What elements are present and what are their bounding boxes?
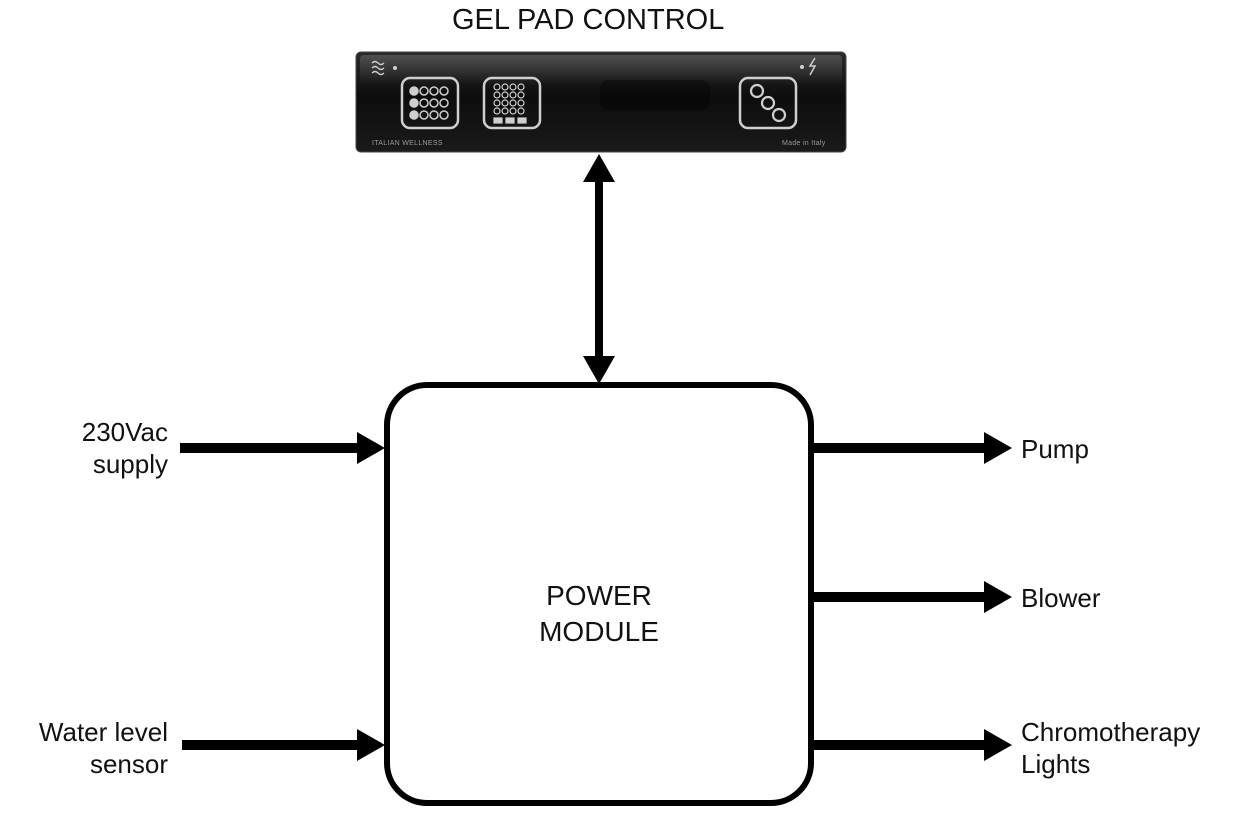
output-arrow-chromotherapy	[812, 729, 1012, 761]
chain-link-icon	[749, 83, 787, 123]
output-label-pump: Pump	[1021, 434, 1089, 464]
output-label-chromotherapy-line1: Chromotherapy	[1021, 717, 1201, 747]
input-arrow-supply	[180, 432, 385, 464]
power-module-box	[384, 382, 814, 806]
indicator-led	[393, 66, 397, 70]
output-label-chromotherapy-line2: Lights	[1021, 749, 1091, 779]
input-label-supply-line2: supply	[92, 449, 168, 479]
input-arrow-water-sensor	[182, 729, 385, 761]
chain-button[interactable]	[738, 76, 798, 130]
input-label-water-sensor: Water level sensor	[39, 716, 168, 780]
input-label-supply: 230Vac supply	[82, 416, 168, 480]
output-label-chromotherapy: Chromotherapy Lights	[1021, 716, 1200, 780]
input-label-water-line2: sensor	[89, 749, 168, 779]
keypad-button[interactable]	[482, 76, 542, 130]
output-arrow-blower	[812, 581, 1012, 613]
jets-grid-icon	[409, 86, 449, 120]
power-module-label-line2: MODULE	[539, 616, 659, 647]
gel-pad-control-title: GEL PAD CONTROL	[452, 4, 725, 36]
output-label-blower: Blower	[1021, 583, 1101, 613]
indicator-led-right	[800, 65, 804, 69]
output-arrow-pump	[812, 432, 1012, 464]
waves-icon	[371, 60, 385, 76]
keypad-grid-icon	[493, 83, 527, 124]
panel-module-link-arrow	[583, 154, 615, 384]
panel-brand-text: ITALIAN WELLNESS	[372, 140, 443, 147]
lightning-icon	[808, 57, 817, 76]
panel-origin-text: Made in Italy	[782, 140, 826, 147]
power-module-label-line1: POWER	[546, 580, 652, 611]
gel-pad-panel	[355, 51, 847, 153]
input-label-water-line1: Water level	[38, 717, 168, 747]
power-module-label: POWER MODULE	[387, 578, 811, 650]
jets-button[interactable]	[400, 76, 460, 130]
input-label-supply-line1: 230Vac	[81, 417, 168, 447]
